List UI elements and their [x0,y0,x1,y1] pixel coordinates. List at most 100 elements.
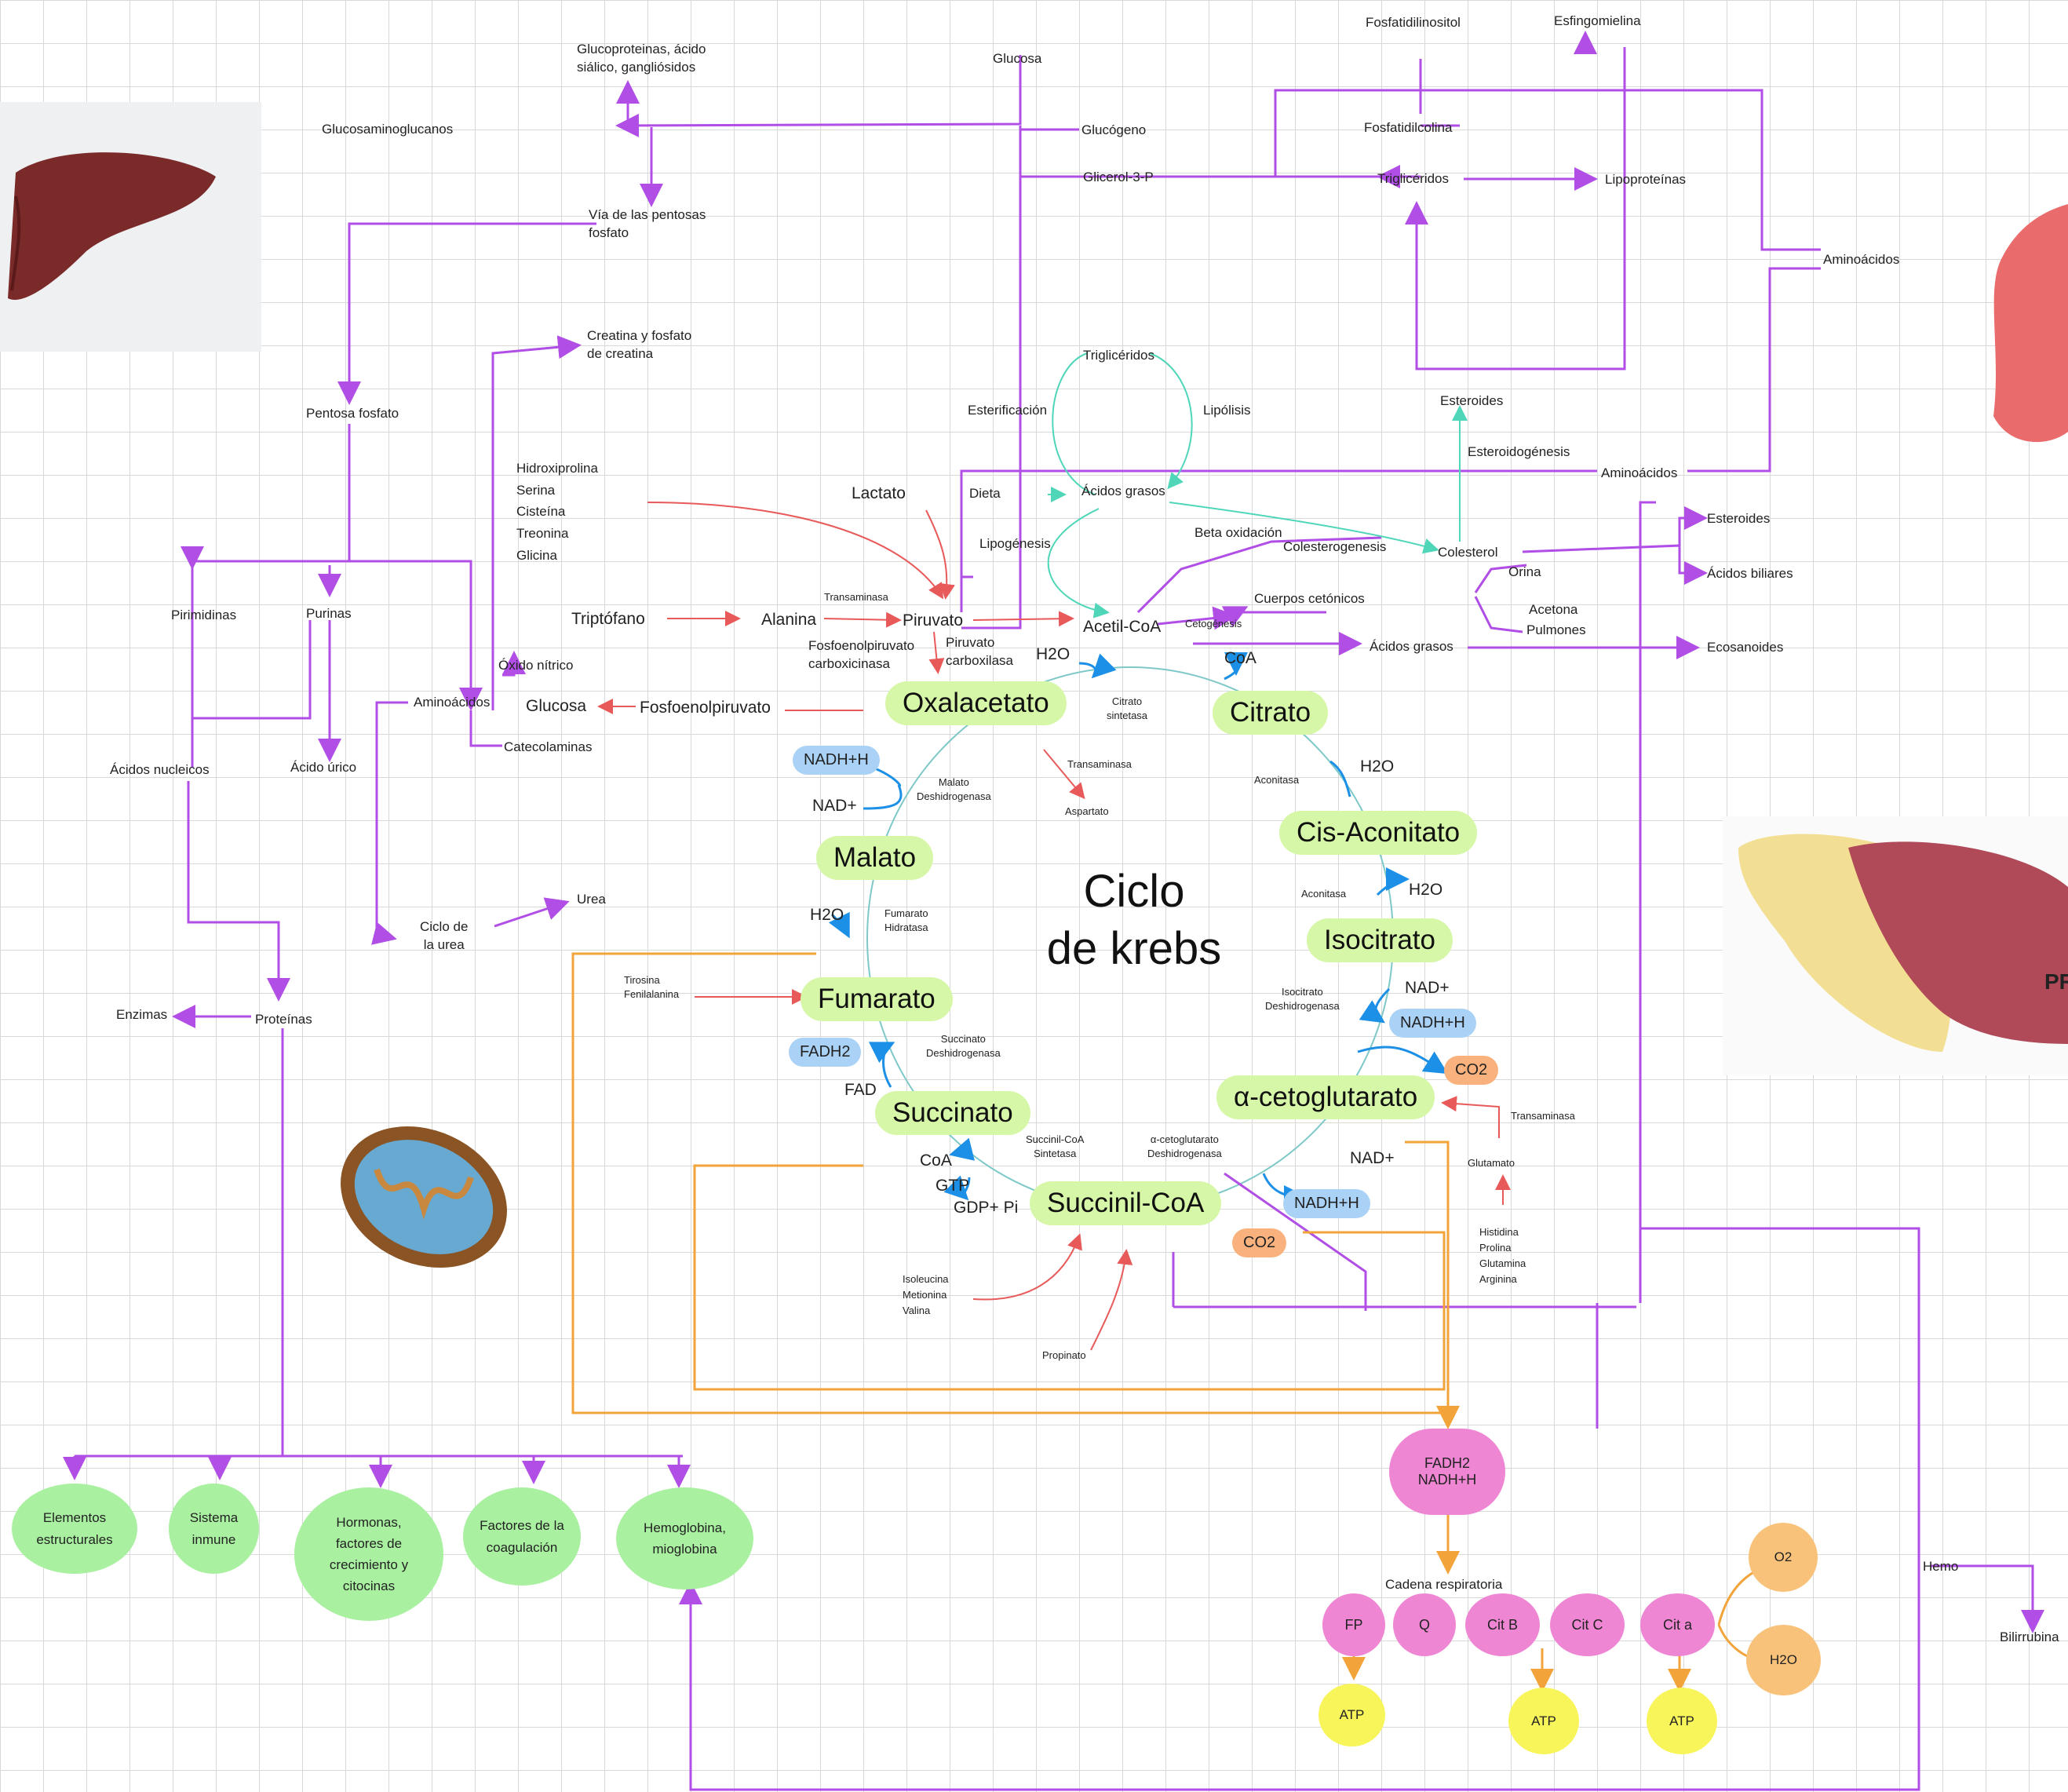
group-factores-coagulacion: Factores de la coagulación [463,1487,581,1586]
label-transaminasa-ala: Transaminasa [824,591,888,603]
node-citrato[interactable]: Citrato [1213,691,1329,735]
label-hemo: Hemo [1923,1559,1959,1574]
group-elementos-estructurales: Elementos estructurales [12,1484,137,1574]
label-lipoproteinas: Lipoproteínas [1605,172,1687,187]
label-pentosa-fosfato: Pentosa fosfato [306,406,399,421]
label-cadena: Cadena respiratoria [1385,1577,1503,1592]
label-acidos-biliares: Ácidos biliares [1707,566,1793,581]
label-proteinas: Proteínas [255,1012,312,1027]
label-coa-succinil: CoA [920,1151,952,1170]
label-dieta: Dieta [969,486,1001,501]
chain-h2o: H2O [1746,1625,1821,1695]
label-esfingomielina: Esfingomielina [1554,13,1641,28]
label-pulmones: Pulmones [1526,622,1586,637]
label-acidos-nucleicos: Ácidos nucleicos [110,762,210,777]
node-isocitrato[interactable]: Isocitrato [1307,918,1453,962]
label-glicerol: Glicerol-3-P [1083,170,1154,184]
label-aspartato: Aspartato [1065,805,1109,817]
chip-nadh-malato: NADH+H [793,746,880,775]
label-cetogenesis: Cetogénesis [1185,618,1242,630]
chain-fp: FP [1322,1593,1385,1656]
label-acidos-grasos-top: Ácidos grasos [1081,484,1165,498]
group-hormonas: Hormonas, factores de crecimiento y cito… [294,1487,443,1621]
chain-q: Q [1393,1593,1456,1656]
label-transaminasa-glu: Transaminasa [1511,1110,1575,1122]
node-alfa-cetoglutarato[interactable]: α-cetoglutarato [1216,1075,1435,1119]
label-succinil-sintetasa: Succinil-CoA Sintetasa [1026,1133,1085,1159]
label-fad: FAD [844,1081,877,1099]
label-histidina: Histidina Prolina Glutamina Arginina [1479,1226,1526,1286]
title-line-1: Ciclo [1083,866,1185,917]
label-glucosaminoglucanos: Glucosaminoglucanos [322,122,454,137]
muscle-image: PRO [1723,816,2068,1075]
intestine-image [1970,196,2068,471]
group-sistema-inmune: Sistema inmune [169,1484,259,1574]
label-esteroides-mid: Esteroides [1440,393,1504,408]
muscle-icon: PRO [1738,834,2068,1052]
label-nad-isocitrato: NAD+ [1405,979,1450,997]
liver-image [0,102,261,352]
label-fosfoenolpiruvato: Fosfoenolpiruvato [640,699,771,717]
label-orina: Orina [1508,564,1541,579]
label-cuerpos-cetonicos: Cuerpos cetónicos [1254,591,1365,606]
chip-co2-cetoglutarato: CO2 [1232,1228,1287,1257]
node-malato[interactable]: Malato [816,836,934,880]
label-acido-urico: Ácido úrico [290,760,357,775]
label-creatina: Creatina y fosfato de creatina [587,328,692,361]
label-trigliceridos-mid: Triglicéridos [1083,348,1155,363]
label-h2o-fumarato: H2O [810,906,844,924]
chip-nadh-isocitrato: NADH+H [1389,1009,1476,1038]
label-citrato-sintetasa: Citrato sintetasa [1107,695,1148,721]
label-enzimas: Enzimas [116,1007,168,1022]
label-aminoacidos-left: Aminoácidos [414,695,491,710]
label-lipogenesis: Lipogénesis [979,536,1051,551]
label-glucoproteinas: Glucoproteinas, ácido siálico, gangliósi… [577,42,706,75]
title-line-2: de krebs [1046,922,1222,974]
label-purinas: Purinas [306,606,352,621]
label-hidroxiprolina-list: Hidroxiprolina Serina Cisteína Treonina … [516,461,598,563]
label-via-pentosas: Vía de las pentosas fosfato [589,207,706,240]
label-lactato: Lactato [852,484,906,502]
label-piruvato-carboxilasa: Piruvato carboxilasa [946,635,1013,668]
chain-atp-1: ATP [1318,1684,1385,1746]
label-h2o-aconitasa1: H2O [1360,757,1395,776]
label-ciclo-urea: Ciclo de la urea [420,919,469,952]
chain-fadh-nadh: FADH2 NADH+H [1389,1429,1505,1515]
label-fosfatidilinositol: Fosfatidilinositol [1366,15,1461,30]
label-nad-akg: NAD+ [1350,1149,1395,1167]
label-colesterogenesis: Colesterogenesis [1283,539,1387,554]
label-h2o-acetil: H2O [1036,645,1070,663]
label-acidos-grasos-low: Ácidos grasos [1370,639,1453,654]
chip-nadh-cetoglutarato: NADH+H [1283,1189,1370,1218]
intestine-icon [1993,204,2068,443]
label-gdp: GDP+ Pi [954,1199,1019,1217]
label-urea: Urea [577,892,606,907]
node-succinato[interactable]: Succinato [875,1091,1030,1135]
node-fumarato[interactable]: Fumarato [801,977,953,1021]
label-acetil-coa: Acetil-CoA [1083,618,1162,636]
label-fumarato-hidratasa: Fumarato Hidratasa [884,907,928,933]
label-propinato: Propinato [1042,1349,1086,1361]
label-tirosina: Tirosina Fenilalanina [624,974,680,1000]
label-isoleucina: Isoleucina Metionina Valina [903,1273,949,1317]
label-trigliceridos-top: Triglicéridos [1377,171,1450,186]
label-piruvato: Piruvato [903,611,964,630]
chain-cit-a: Cit a [1640,1593,1715,1656]
label-lipolisis: Lipólisis [1203,403,1251,418]
label-aconitasa2: Aconitasa [1301,888,1347,900]
label-malato-dh: Malato Deshidrogenasa [917,776,991,802]
label-isocitrato-dh: Isocitrato Deshidrogenasa [1265,986,1340,1012]
label-aminoacidos-mid: Aminoácidos [1601,465,1678,480]
label-fosfatidilcolina: Fosfatidilcolina [1364,120,1453,135]
node-oxalacetato[interactable]: Oxalacetato [885,681,1067,725]
node-cis-aconitato[interactable]: Cis-Aconitato [1279,811,1478,855]
chain-cit-b: Cit B [1465,1593,1540,1656]
label-akg-dh: α-cetoglutarato Deshidrogenasa [1147,1133,1222,1159]
chip-fadh2: FADH2 [789,1038,862,1067]
label-triptofano: Triptófano [571,610,645,628]
node-succinil-coa[interactable]: Succinil-CoA [1030,1181,1222,1225]
label-ecosanoides: Ecosanoides [1707,640,1784,655]
chain-cit-c: Cit C [1550,1593,1625,1656]
label-oxido-nitrico: Óxido nítrico [498,658,574,673]
